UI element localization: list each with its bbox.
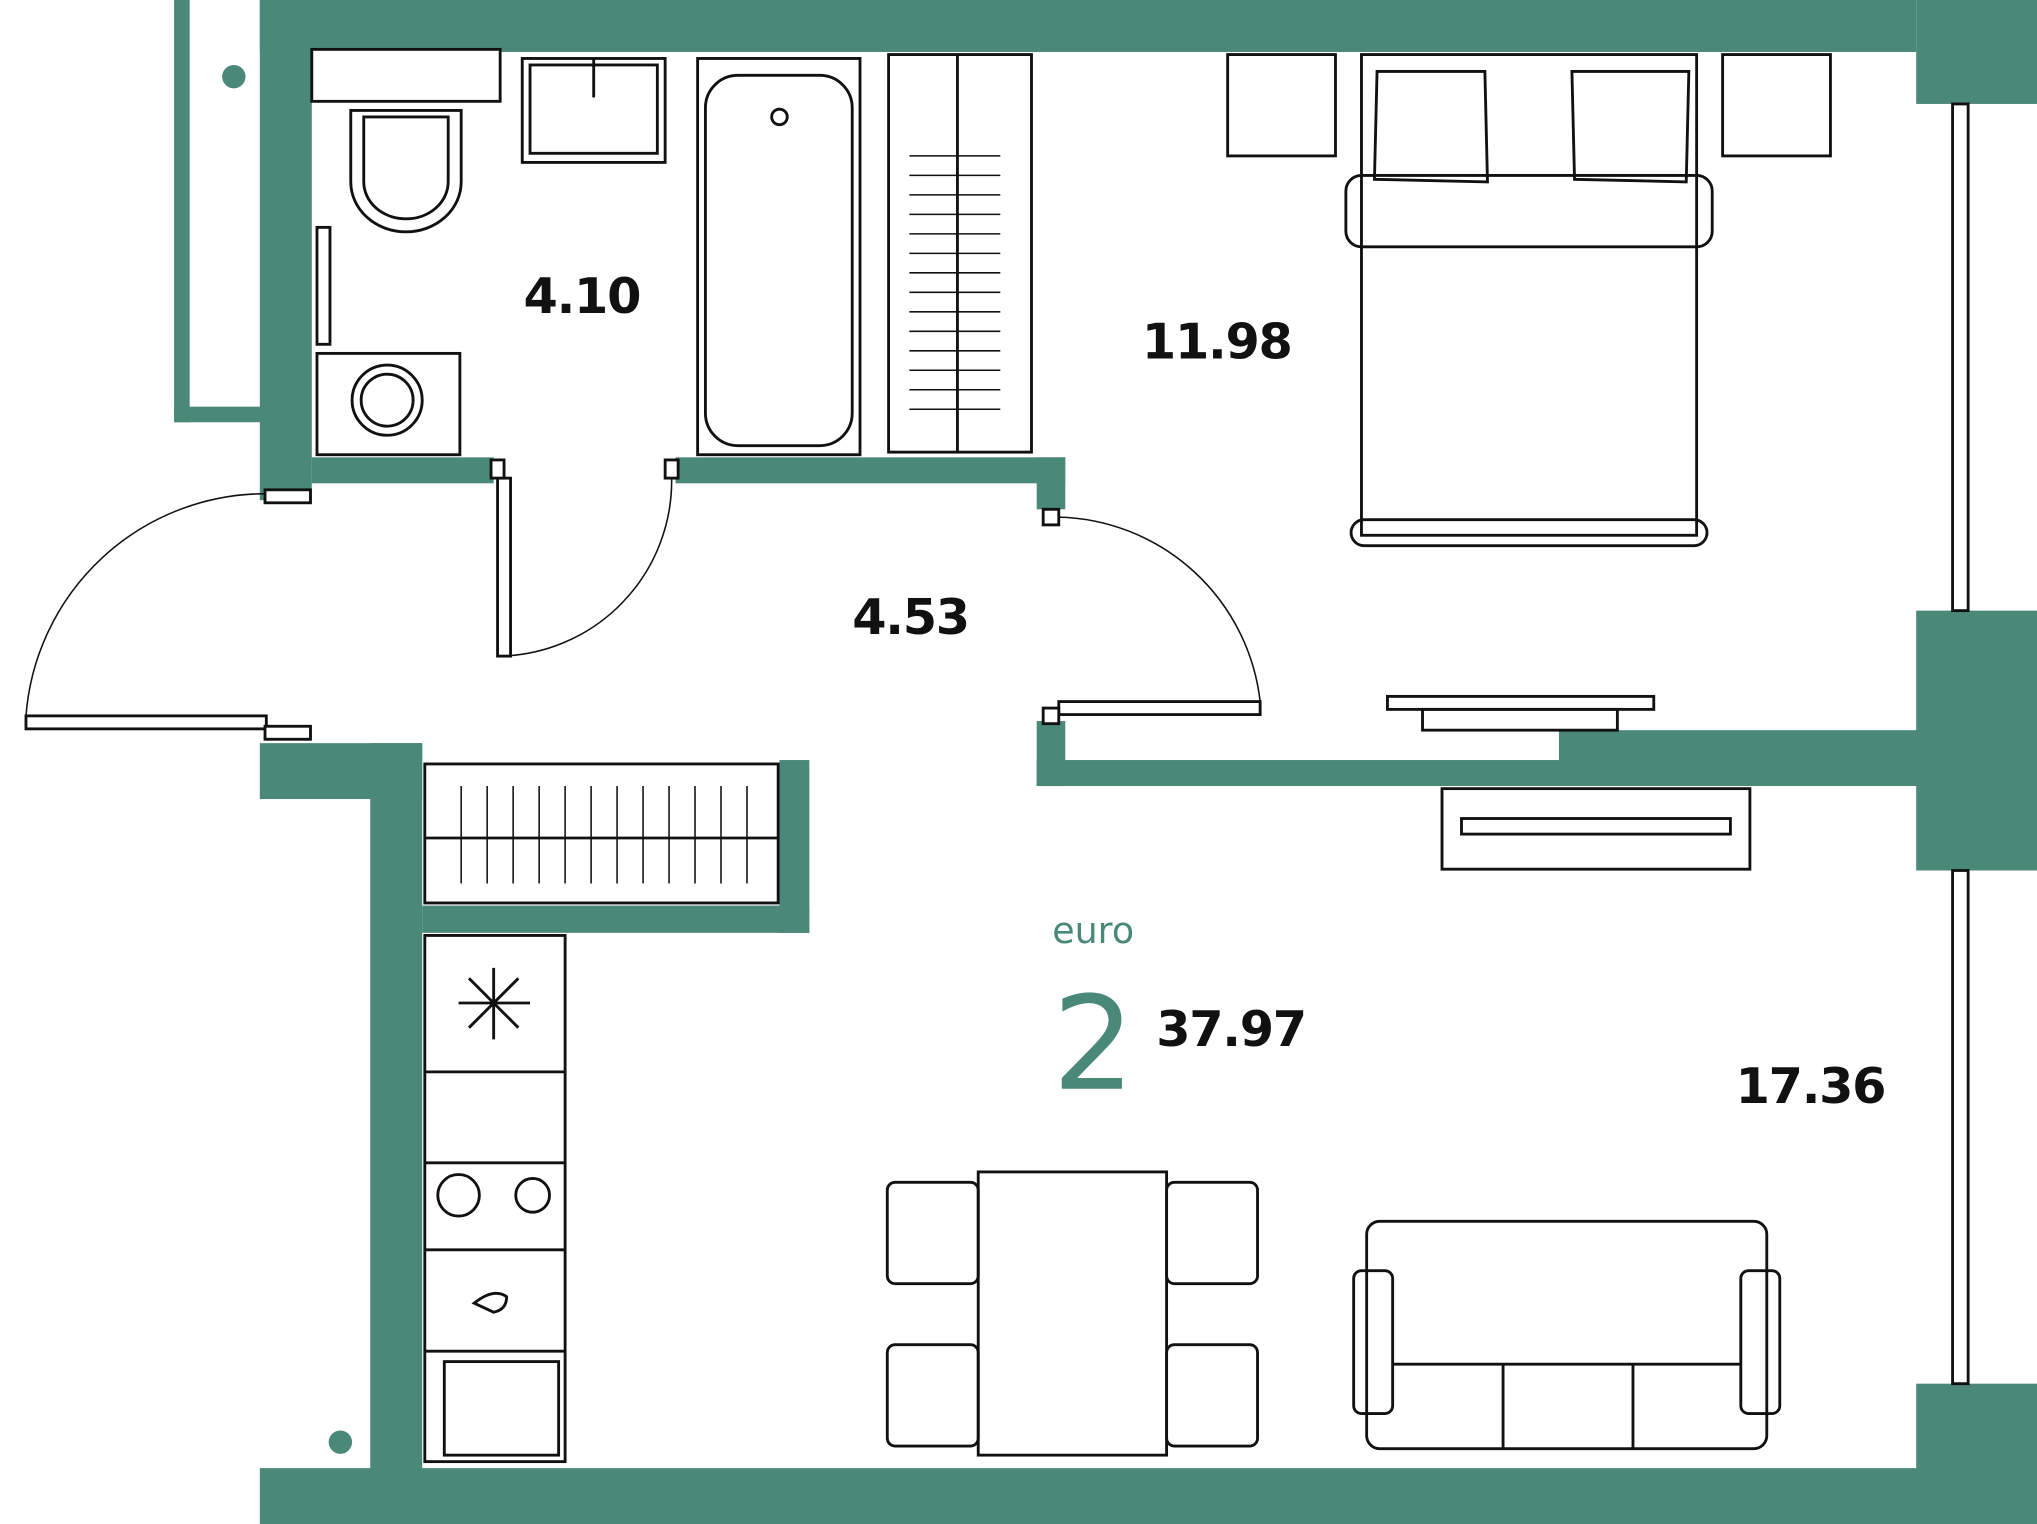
- chair: [1165, 1343, 1259, 1448]
- dining-table: [976, 1170, 1169, 1457]
- snowflake-icon: [458, 967, 531, 1040]
- chair: [885, 1180, 980, 1286]
- chair: [1165, 1180, 1259, 1286]
- hallway-area: 4.53: [852, 588, 969, 646]
- washing-machine: [315, 351, 462, 457]
- nightstand-left: [1226, 53, 1337, 158]
- nightstand-right: [1721, 53, 1832, 158]
- bathroom-fixtures: [315, 53, 1033, 457]
- kitchen-counter: [423, 934, 567, 1464]
- bedroom-area: 11.98: [1142, 313, 1292, 371]
- type-label: euro: [1052, 909, 1134, 952]
- walls: [174, 0, 2037, 1524]
- stove-burner: [436, 1173, 481, 1218]
- sofa: [1365, 1219, 1769, 1451]
- bathroom-area: 4.10: [524, 267, 641, 325]
- bed: [1360, 53, 1699, 537]
- oven: [442, 1360, 561, 1457]
- bathtub: [696, 57, 862, 457]
- living-area: 17.36: [1736, 1057, 1886, 1115]
- tv-stand: [1440, 787, 1752, 871]
- towel-rack: [887, 53, 1033, 454]
- chair: [885, 1343, 980, 1448]
- faucet-icon: [471, 1291, 509, 1314]
- labels: 4.10 11.98 4.53 17.36 euro 2 37.97: [524, 267, 1887, 1120]
- rooms-count: 2: [1052, 968, 1135, 1120]
- bedroom-furniture: [1226, 53, 1832, 732]
- doors: [24, 458, 1262, 741]
- stove-burner: [514, 1176, 551, 1214]
- toilet: [349, 109, 463, 234]
- windows: [310, 47, 1970, 1386]
- total-area: 37.97: [1156, 1000, 1306, 1058]
- wardrobe: [423, 762, 780, 905]
- living-furniture: [423, 762, 1782, 1464]
